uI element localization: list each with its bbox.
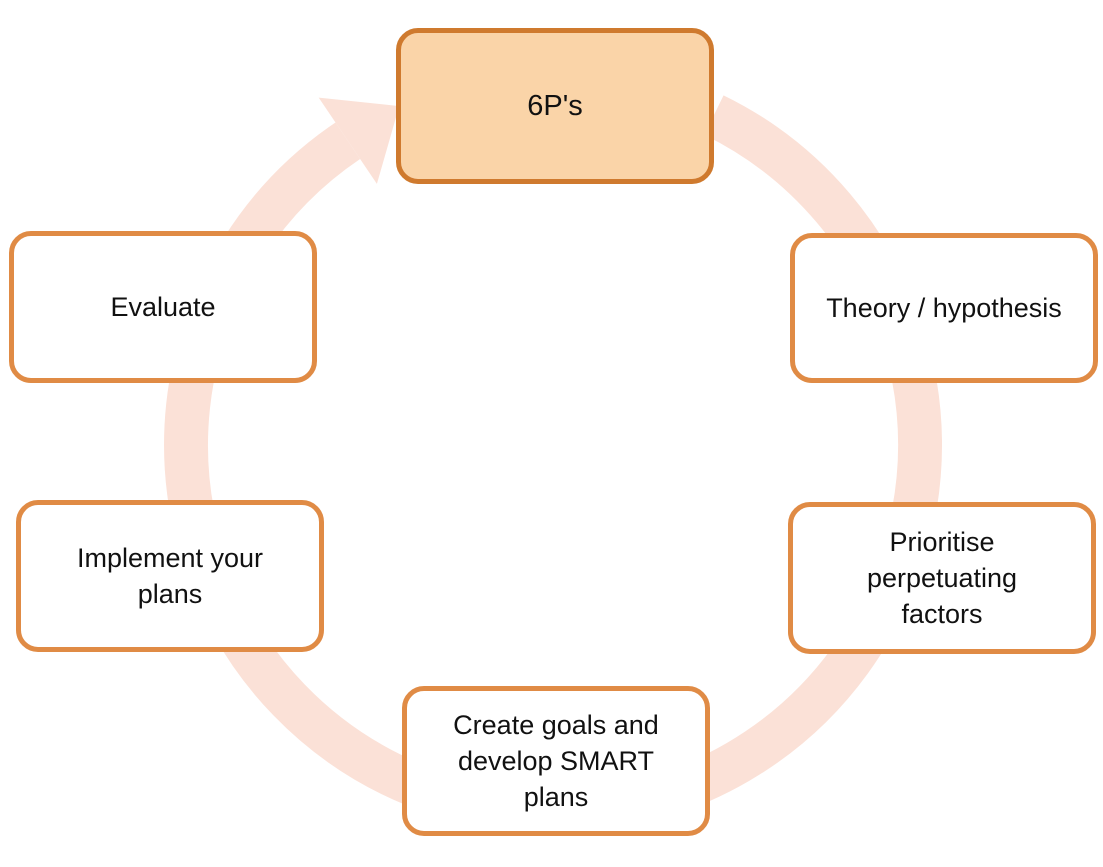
node-create-goals-label: Create goals and develop SMART plans: [453, 710, 659, 812]
node-implement-plans: Implement your plans: [16, 500, 324, 652]
node-theory-hypothesis-label: Theory / hypothesis: [826, 293, 1062, 323]
node-prioritise-perpetuating-factors: Prioritise perpetuating factors: [788, 502, 1096, 654]
node-prioritise-label: Prioritise perpetuating factors: [866, 527, 1018, 629]
node-create-goals: Create goals and develop SMART plans: [402, 686, 710, 836]
node-6ps: 6P's: [396, 28, 714, 184]
node-theory-hypothesis: Theory / hypothesis: [790, 233, 1098, 383]
node-evaluate: Evaluate: [9, 231, 317, 383]
cycle-ring-arrowhead: [318, 97, 400, 184]
node-implement-label: Implement your plans: [76, 543, 264, 609]
node-evaluate-label: Evaluate: [110, 292, 216, 322]
node-6ps-label: 6P's: [527, 90, 583, 122]
